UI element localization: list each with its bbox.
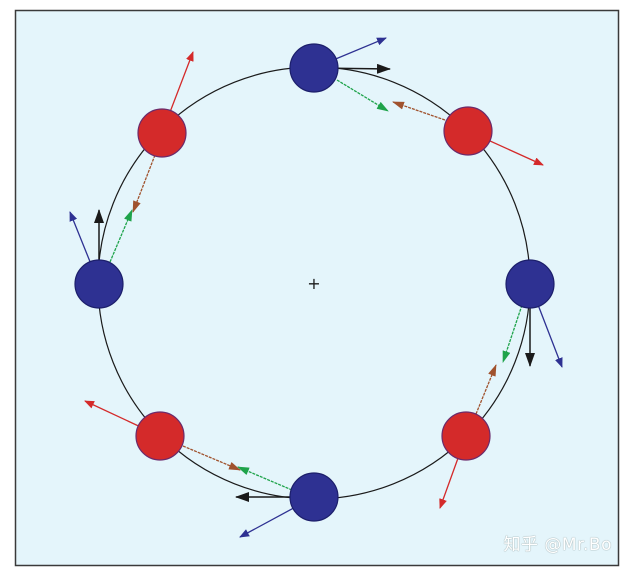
green-vector-arrow	[237, 466, 293, 491]
red-particle	[137, 108, 187, 158]
green-vector-arrow	[109, 209, 133, 263]
blue-particle	[74, 259, 124, 309]
red-particle	[135, 411, 185, 461]
blue-particle	[505, 259, 555, 309]
green-vector-arrow	[502, 304, 523, 363]
brown-vector-arrow	[392, 101, 446, 121]
center-marker: +	[307, 274, 320, 293]
brown-vector-arrow	[132, 154, 156, 213]
blue-particle	[289, 43, 339, 93]
brown-vector-arrow	[182, 445, 241, 471]
watermark: 知乎 @Mr.Bo	[503, 535, 612, 555]
green-vector-arrow	[336, 79, 389, 112]
blue-particle	[289, 472, 339, 522]
brown-vector-arrow	[475, 364, 497, 415]
red-particle	[443, 106, 493, 156]
red-particle	[441, 411, 491, 461]
